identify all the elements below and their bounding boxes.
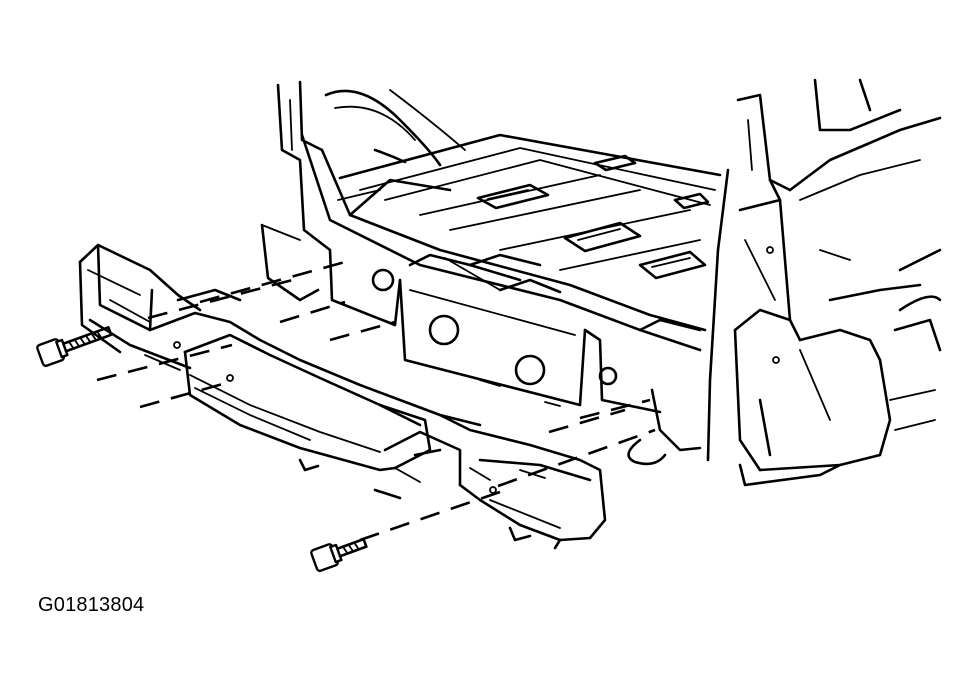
alignment-lines [96,260,656,542]
figure-id-label: G01813804 [38,594,145,616]
bolt-icon [36,325,113,368]
vehicle-rear-body [260,78,942,487]
bolt-icon [310,537,368,573]
